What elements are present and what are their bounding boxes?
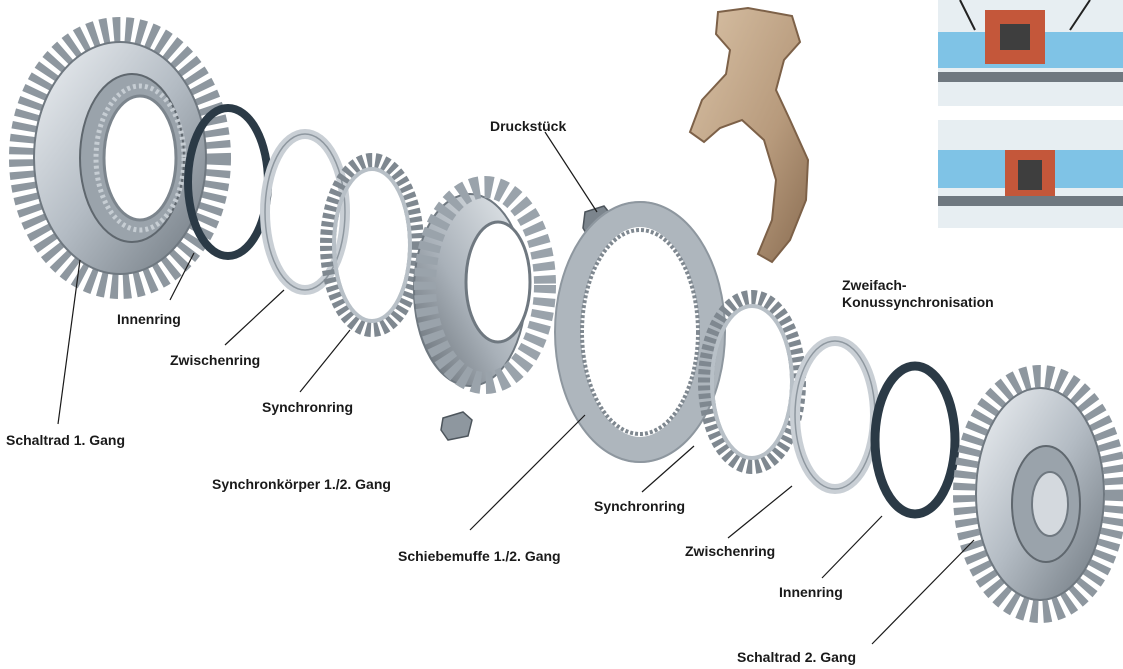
intermediate-ring-left	[265, 134, 345, 290]
label-synchronring-right: Synchronring	[594, 497, 685, 515]
label-innenring-left: Innenring	[117, 310, 181, 328]
label-schaltrad-1: Schaltrad 1. Gang	[6, 431, 125, 449]
label-zweifach-line2: Konussynchronisation	[842, 293, 994, 311]
label-synchronring-left: Synchronring	[262, 398, 353, 416]
label-schaltrad-2: Schaltrad 2. Gang	[737, 648, 856, 666]
label-zwischenring-left: Zwischenring	[170, 351, 260, 369]
cross-section-detail-upper	[938, 0, 1123, 106]
label-synchronkoerper: Synchronkörper 1./2. Gang	[212, 475, 391, 493]
label-zweifach-line1: Zweifach-	[842, 276, 907, 294]
shift-sleeve	[555, 202, 725, 462]
gear-second-gear	[964, 376, 1116, 612]
label-innenring-right: Innenring	[779, 583, 843, 601]
shift-fork	[690, 8, 808, 262]
label-schiebemuffe: Schiebemuffe 1./2. Gang	[398, 547, 561, 565]
synchro-hub	[414, 187, 545, 386]
label-druckstueck: Druckstück	[490, 117, 566, 135]
inner-ring-right	[875, 366, 955, 514]
intermediate-ring-right	[795, 341, 875, 489]
pressure-piece-lower	[441, 412, 472, 440]
cross-section-detail-lower	[938, 120, 1123, 228]
label-zwischenring-right: Zwischenring	[685, 542, 775, 560]
